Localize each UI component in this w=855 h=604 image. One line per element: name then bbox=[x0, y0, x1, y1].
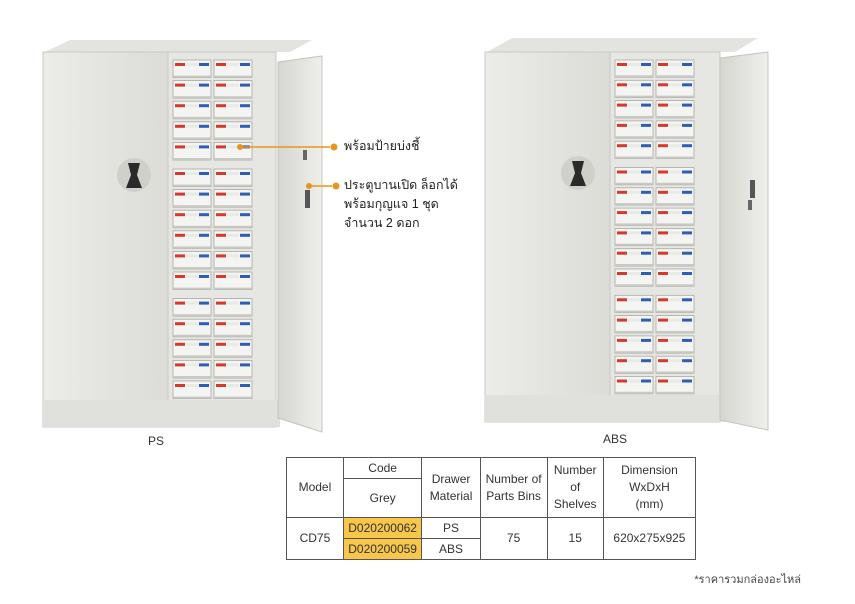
caption-ps: PS bbox=[148, 434, 165, 448]
bins-ps bbox=[172, 59, 253, 400]
keyhole-ps bbox=[117, 158, 151, 192]
callout-lock: ประตูบานเปิด ล็อกได้ พร้อมกุญแจ 1 ชุด จำ… bbox=[344, 176, 458, 233]
parts-bin bbox=[172, 271, 212, 291]
parts-bin bbox=[655, 207, 695, 226]
callout-lock-line1: ประตูบานเปิด ล็อกได้ bbox=[344, 178, 458, 192]
parts-bin bbox=[614, 248, 654, 267]
parts-bin bbox=[614, 59, 654, 78]
cell-model: CD75 bbox=[286, 517, 344, 560]
parts-bin bbox=[172, 380, 212, 400]
callout-lock-line2: พร้อมกุญแจ 1 ชุด bbox=[344, 197, 439, 211]
cabinet-illustrations bbox=[42, 38, 769, 433]
cell-material-ps: PS bbox=[421, 517, 481, 539]
parts-bin bbox=[614, 227, 654, 247]
parts-bin bbox=[172, 318, 212, 338]
parts-bin bbox=[172, 80, 212, 99]
parts-bin bbox=[213, 209, 253, 229]
cell-shelves: 15 bbox=[546, 517, 604, 560]
cell-code-abs: D020200059 bbox=[342, 538, 423, 560]
parts-bin bbox=[614, 187, 654, 206]
parts-bin bbox=[655, 248, 695, 267]
cabinet-abs bbox=[484, 38, 769, 431]
parts-bin bbox=[213, 59, 253, 79]
parts-bin bbox=[655, 140, 695, 159]
cabinet-ps bbox=[42, 40, 323, 433]
parts-bin bbox=[655, 100, 695, 119]
parts-bin bbox=[172, 339, 212, 358]
cell-bins: 75 bbox=[479, 517, 548, 560]
caption-abs: ABS bbox=[603, 432, 628, 446]
parts-bin bbox=[614, 355, 654, 374]
parts-bin bbox=[213, 80, 253, 99]
parts-bin bbox=[614, 140, 654, 159]
parts-bin bbox=[172, 100, 212, 120]
parts-bin bbox=[172, 230, 212, 249]
parts-bin bbox=[614, 294, 654, 313]
parts-bin bbox=[655, 167, 695, 186]
parts-bin bbox=[614, 268, 654, 287]
parts-bin bbox=[655, 335, 695, 354]
parts-bin bbox=[172, 141, 212, 161]
parts-bin bbox=[213, 380, 253, 400]
parts-bin bbox=[614, 100, 654, 119]
callout-label-holder: พร้อมป้ายบ่งชี้ bbox=[344, 139, 420, 153]
parts-bin bbox=[172, 168, 212, 188]
parts-bin bbox=[614, 315, 654, 334]
parts-bin bbox=[172, 209, 212, 229]
parts-bin bbox=[614, 79, 654, 99]
cell-material-abs: ABS bbox=[421, 538, 481, 560]
parts-bin bbox=[213, 250, 253, 270]
parts-bin bbox=[655, 79, 695, 99]
header-code-grey: Grey bbox=[342, 478, 423, 518]
parts-bin bbox=[172, 59, 212, 79]
parts-bin bbox=[655, 268, 695, 287]
parts-bin bbox=[213, 230, 253, 249]
parts-bin bbox=[213, 339, 253, 358]
parts-bin bbox=[172, 359, 212, 379]
parts-bin bbox=[655, 187, 695, 206]
parts-bin bbox=[614, 167, 654, 186]
parts-bin bbox=[614, 335, 654, 354]
header-code: Code bbox=[342, 457, 423, 479]
parts-bin bbox=[655, 355, 695, 374]
parts-bin bbox=[655, 120, 695, 139]
parts-bin bbox=[213, 298, 253, 317]
parts-bin bbox=[614, 120, 654, 139]
parts-bin bbox=[172, 298, 212, 317]
keyhole-abs bbox=[561, 156, 595, 190]
parts-bin bbox=[172, 189, 212, 208]
parts-bin bbox=[213, 121, 253, 140]
parts-bin bbox=[213, 168, 253, 188]
footnote: *ราคารวมกล่องอะไหล่ bbox=[694, 574, 801, 586]
parts-bin bbox=[213, 141, 253, 161]
parts-bin bbox=[614, 376, 654, 395]
bins-abs bbox=[614, 59, 695, 395]
parts-bin bbox=[213, 189, 253, 208]
parts-bin bbox=[655, 376, 695, 395]
parts-bin bbox=[213, 318, 253, 338]
cell-dimension: 620x275x925 bbox=[602, 517, 697, 560]
callout-connectors bbox=[237, 143, 340, 190]
header-model: Model bbox=[286, 457, 344, 518]
parts-bin bbox=[172, 121, 212, 140]
parts-bin bbox=[172, 250, 212, 270]
parts-bin bbox=[655, 294, 695, 313]
parts-bin bbox=[213, 100, 253, 120]
callout-lock-line3: จำนวน 2 ดอก bbox=[344, 216, 420, 230]
parts-bin bbox=[213, 359, 253, 379]
parts-bin bbox=[614, 207, 654, 226]
parts-bin bbox=[655, 59, 695, 78]
cell-code-ps: D020200062 bbox=[342, 517, 423, 539]
parts-bin bbox=[655, 227, 695, 247]
parts-bin bbox=[213, 271, 253, 291]
parts-bin bbox=[655, 315, 695, 334]
